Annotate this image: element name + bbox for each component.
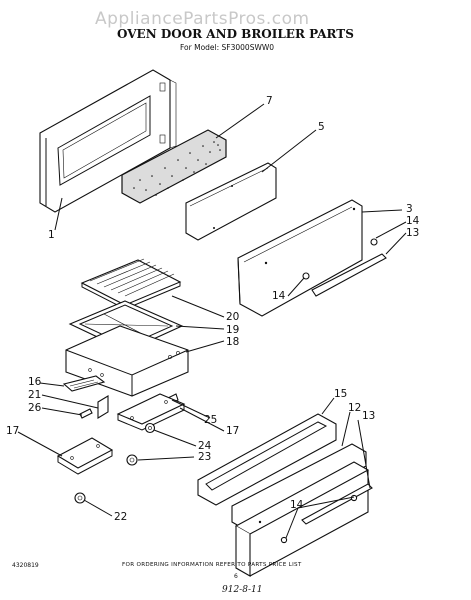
callout-18: 18 <box>226 336 239 348</box>
callout-26: 26 <box>28 402 42 414</box>
callout-14-top: 14 <box>406 215 420 227</box>
callout-16: 16 <box>28 376 42 388</box>
drawer-front-frame-part <box>197 413 337 506</box>
door-insulation-part <box>121 129 227 204</box>
screw-part-26 <box>79 408 93 419</box>
leader-lines <box>17 103 407 539</box>
callout-15: 15 <box>334 388 347 400</box>
callout-17-left: 17 <box>6 425 19 437</box>
broiler-grid-part <box>80 258 182 310</box>
ordering-info-footer: FOR ORDERING INFORMATION REFER TO PARTS … <box>122 562 302 568</box>
oven-door-frame-part <box>39 69 177 213</box>
callout-24: 24 <box>198 440 212 452</box>
door-liner-panel-part <box>185 162 277 241</box>
callout-20: 20 <box>226 311 239 323</box>
callout-14-bottom: 14 <box>290 499 304 511</box>
drawer-rail-part-upper <box>116 393 186 431</box>
callout-7: 7 <box>266 95 273 107</box>
callout-labels: 1 7 5 3 14 13 14 20 19 18 16 21 26 25 17… <box>6 95 420 523</box>
callout-1: 1 <box>48 229 55 241</box>
callout-23: 23 <box>198 451 211 463</box>
callout-25: 25 <box>204 414 217 426</box>
callout-5: 5 <box>318 121 325 133</box>
diagram-title: OVEN DOOR AND BROILER PARTS <box>117 27 354 41</box>
roller-parts <box>74 422 156 504</box>
drawer-bracket-part <box>62 375 106 392</box>
callout-21: 21 <box>28 389 41 401</box>
callout-19: 19 <box>226 324 239 336</box>
drawer-rail-part-lower <box>56 437 114 475</box>
callout-13-top: 13 <box>406 227 419 239</box>
callout-14-handle: 14 <box>272 290 286 302</box>
callout-17-right: 17 <box>226 425 239 437</box>
handwritten-date: 912-8-11 <box>222 585 262 595</box>
callout-3: 3 <box>406 203 413 215</box>
callout-13-bottom: 13 <box>362 410 375 422</box>
clip-part <box>97 395 109 419</box>
model-subtitle: For Model: SF3000SWW0 <box>180 43 274 52</box>
drawer-panel-part <box>231 443 373 577</box>
callout-12: 12 <box>348 402 361 414</box>
watermark: AppliancePartsPros.com <box>95 9 310 29</box>
lower-door-panel-part <box>237 199 387 317</box>
callout-22: 22 <box>114 511 127 523</box>
page-number: 6 <box>234 573 238 580</box>
document-code: 4320819 <box>12 562 39 569</box>
